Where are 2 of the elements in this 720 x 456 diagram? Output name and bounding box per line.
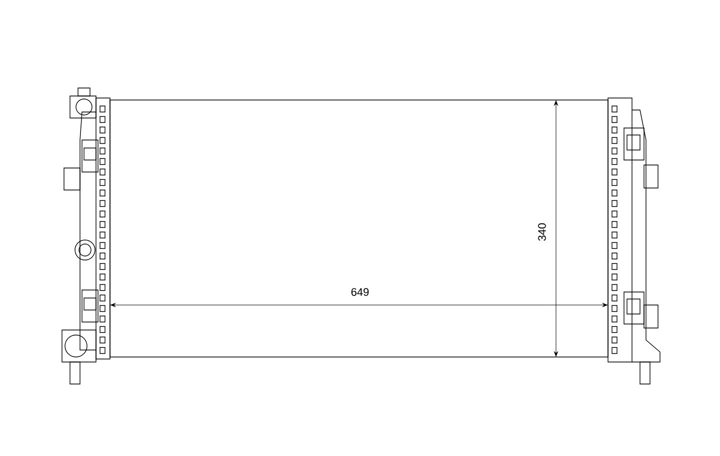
dimension-label: 649 <box>351 288 369 296</box>
dimension-label: 340 <box>538 223 546 241</box>
